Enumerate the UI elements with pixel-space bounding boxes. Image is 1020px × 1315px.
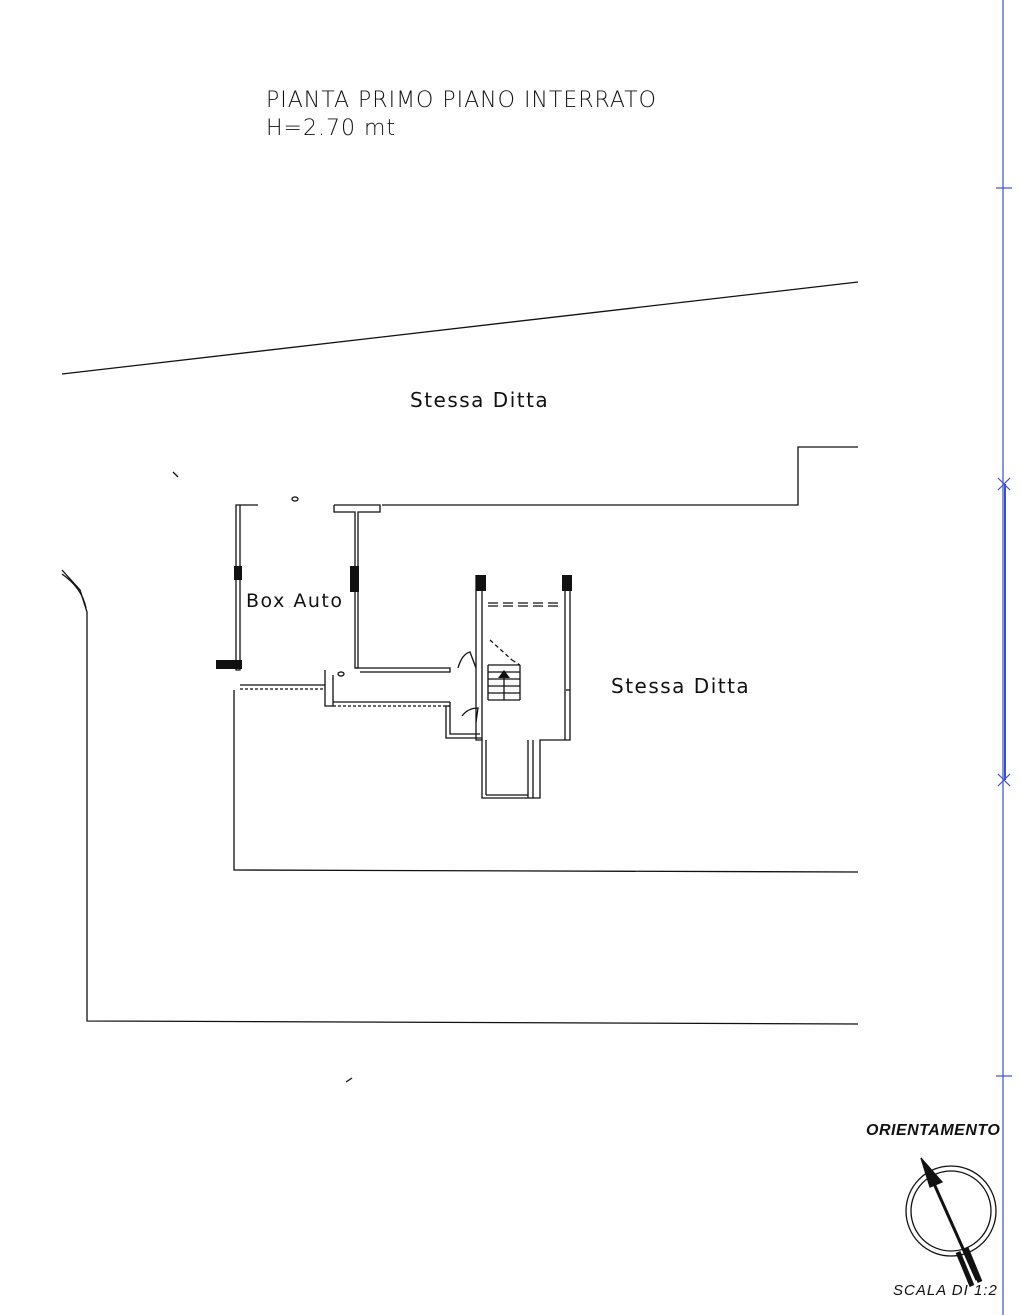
door-arc-upper [457, 651, 477, 669]
plan-height: H=2.70 mt [266, 116, 397, 141]
plan-title: PIANTA PRIMO PIANO INTERRATO [266, 88, 657, 113]
label-neighbour-top: Stessa Ditta [410, 388, 550, 412]
boundary-lower-outer [61, 569, 859, 1025]
boundary-neighbour [382, 446, 858, 506]
boundary-lower-inner [233, 690, 859, 873]
scale-label: SCALA DI 1:2 [893, 1282, 998, 1299]
orientation-label: ORIENTAMENTO [866, 1122, 1001, 1139]
north-arrow-icon [905, 1157, 997, 1287]
label-neighbour-right: Stessa Ditta [611, 674, 751, 698]
boundary-curve [61, 573, 87, 609]
boundary-top [61, 281, 859, 375]
door-arc-lower [461, 707, 479, 723]
label-garage: Box Auto [246, 590, 344, 612]
corridor [355, 667, 451, 673]
garage-wall-left [235, 504, 258, 671]
